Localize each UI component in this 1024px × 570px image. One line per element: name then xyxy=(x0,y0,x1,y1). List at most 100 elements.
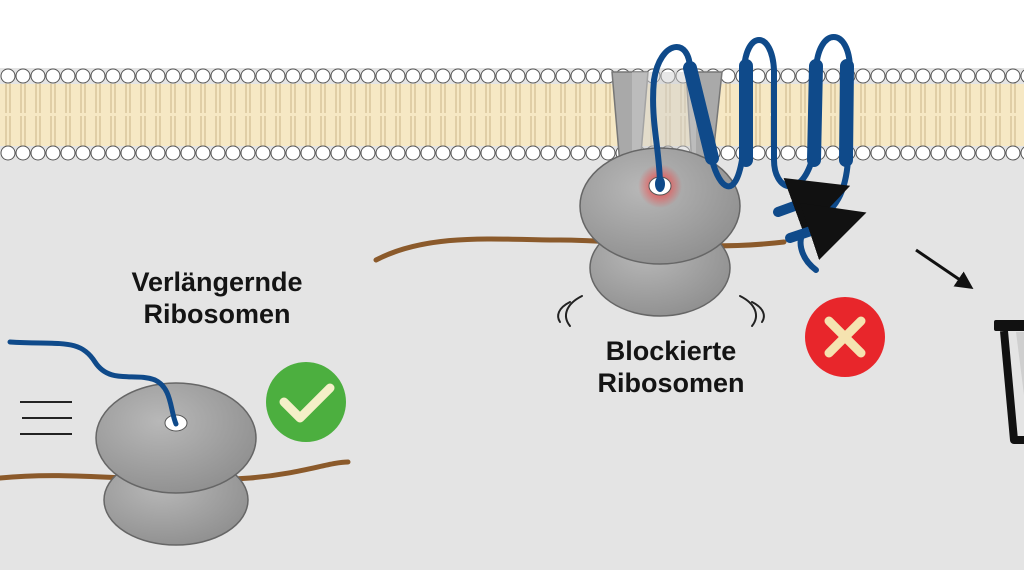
lipid-head xyxy=(225,68,241,84)
lipid-head xyxy=(195,145,211,161)
lipid-head xyxy=(45,145,61,161)
lipid-head xyxy=(570,145,586,161)
lipid-head xyxy=(135,145,151,161)
lipid-head xyxy=(555,145,571,161)
lipid-head xyxy=(750,145,766,161)
lipid-head xyxy=(285,68,301,84)
lipid-head xyxy=(1005,68,1021,84)
lipid-head xyxy=(870,68,886,84)
lipid-head xyxy=(915,145,931,161)
lipid-head xyxy=(855,68,871,84)
lipid-head xyxy=(315,68,331,84)
lipid-head xyxy=(480,68,496,84)
lipid-head xyxy=(375,145,391,161)
lipid-head xyxy=(360,145,376,161)
lipid-head xyxy=(105,68,121,84)
lipid-head xyxy=(870,145,886,161)
lipid-head xyxy=(855,145,871,161)
lipid-head xyxy=(975,145,991,161)
lipid-head xyxy=(165,145,181,161)
lipid-head xyxy=(150,145,166,161)
lipid-head xyxy=(105,145,121,161)
lipid-head xyxy=(900,68,916,84)
label-line: Verlängernde xyxy=(131,267,303,297)
lipid-head xyxy=(450,68,466,84)
lipid-head xyxy=(330,145,346,161)
lipid-bilayer-membrane xyxy=(0,0,1024,161)
lipid-head xyxy=(750,68,766,84)
lipid-head xyxy=(330,68,346,84)
lipid-head xyxy=(210,145,226,161)
lipid-head xyxy=(285,145,301,161)
degradation-arrow xyxy=(915,248,974,290)
cross-icon xyxy=(805,297,885,377)
lipid-head xyxy=(450,145,466,161)
lipid-head xyxy=(45,68,61,84)
lipid-head xyxy=(150,68,166,84)
lipid-head xyxy=(495,68,511,84)
lipid-head xyxy=(975,68,991,84)
lipid-head xyxy=(270,145,286,161)
lipid-head xyxy=(525,68,541,84)
membrane-protein xyxy=(650,34,867,273)
lipid-head xyxy=(525,145,541,161)
lipid-head xyxy=(990,68,1006,84)
lipid-head xyxy=(180,68,196,84)
lipid-head xyxy=(90,145,106,161)
lipid-head xyxy=(75,145,91,161)
lipid-head xyxy=(120,68,136,84)
lipid-head xyxy=(510,68,526,84)
lipid-head xyxy=(585,68,601,84)
lipid-head xyxy=(255,145,271,161)
lipid-head xyxy=(15,145,31,161)
lipid-head xyxy=(390,68,406,84)
lipid-head xyxy=(90,68,106,84)
lipid-head xyxy=(780,145,796,161)
lipid-head xyxy=(1005,145,1021,161)
lipid-head xyxy=(885,68,901,84)
label-line: Blockierte xyxy=(605,336,737,366)
lipid-head xyxy=(960,68,976,84)
lipid-head xyxy=(345,68,361,84)
lipid-head xyxy=(720,68,736,84)
lipid-head xyxy=(75,68,91,84)
lipid-head xyxy=(0,68,16,84)
lipid-head xyxy=(1020,146,1024,160)
lipid-head xyxy=(240,145,256,161)
lipid-head xyxy=(345,145,361,161)
lipid-head xyxy=(465,68,481,84)
label-line: Ribosomen xyxy=(597,368,745,398)
lipid-head xyxy=(300,145,316,161)
lipid-head xyxy=(900,145,916,161)
lipid-head xyxy=(360,68,376,84)
lipid-head xyxy=(15,68,31,84)
membrane-core xyxy=(0,84,1024,146)
lipid-head xyxy=(945,145,961,161)
lipid-head xyxy=(570,68,586,84)
lipid-head xyxy=(945,68,961,84)
lipid-head xyxy=(825,68,841,84)
lipid-head xyxy=(405,145,421,161)
lipid-head xyxy=(885,145,901,161)
lipid-head xyxy=(30,68,46,84)
vibration-marks xyxy=(557,295,765,327)
lipid-head xyxy=(960,145,976,161)
lipid-head xyxy=(30,145,46,161)
lipid-head xyxy=(465,145,481,161)
lipid-head xyxy=(420,145,436,161)
lipid-head xyxy=(405,68,421,84)
lipid-head xyxy=(435,68,451,84)
lipid-head xyxy=(135,68,151,84)
lipid-head xyxy=(540,68,556,84)
lipid-head xyxy=(585,145,601,161)
lipid-head xyxy=(1020,69,1024,83)
lipid-head xyxy=(225,145,241,161)
lipid-head xyxy=(315,145,331,161)
lipid-head xyxy=(930,68,946,84)
lipid-head xyxy=(795,68,811,84)
lipid-head xyxy=(300,68,316,84)
ribosome-large-subunit xyxy=(95,382,257,494)
lipid-head xyxy=(555,68,571,84)
blocked-ribosome xyxy=(579,147,741,317)
